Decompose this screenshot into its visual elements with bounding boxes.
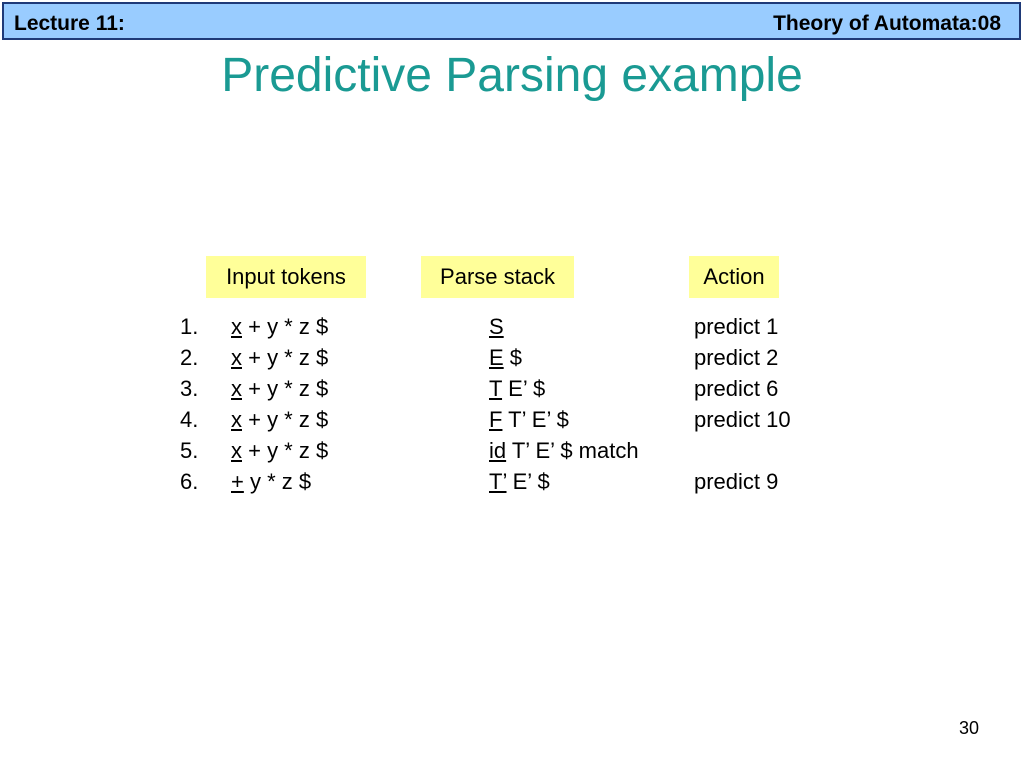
remaining-tokens: + y * z $	[242, 345, 329, 370]
remaining-tokens: + y * z $	[242, 438, 329, 463]
stack-top: F	[489, 407, 503, 432]
stack-rest: T’ E’ $	[502, 407, 569, 432]
table-row: 2. x + y * z $ E $ predict 2	[0, 345, 1024, 376]
action-cell: predict 2	[694, 345, 779, 370]
current-token: x	[231, 438, 242, 463]
current-token: x	[231, 314, 242, 339]
table-row: 1. x + y * z $ S predict 1	[0, 314, 1024, 345]
parse-stack-cell: id T’ E’ $ match	[489, 438, 639, 464]
parse-stack-cell: S	[489, 314, 504, 340]
parse-stack-cell: T’ E’ $	[489, 469, 550, 495]
stack-top: T’	[489, 469, 507, 494]
input-tokens-cell: x + y * z $	[231, 345, 328, 371]
current-token: +	[231, 469, 244, 494]
remaining-tokens: + y * z $	[242, 407, 329, 432]
current-token: x	[231, 376, 242, 401]
header-bar: Lecture 11: Theory of Automata:08	[2, 2, 1021, 40]
slide-title: Predictive Parsing example	[221, 49, 803, 102]
current-token: x	[231, 407, 242, 432]
row-number: 5.	[180, 438, 199, 463]
table-row: 6. + y * z $ T’ E’ $ predict 9	[0, 469, 1024, 500]
stack-top: id	[489, 438, 507, 463]
input-tokens-cell: + y * z $	[231, 469, 311, 495]
row-number: 6.	[180, 469, 199, 494]
parse-stack-cell: F T’ E’ $	[489, 407, 569, 433]
action-cell: predict 9	[694, 469, 779, 494]
column-header-action: Action	[689, 256, 779, 298]
stack-rest: E’ $	[506, 469, 550, 494]
input-tokens-cell: x + y * z $	[231, 314, 328, 340]
current-token: x	[231, 345, 242, 370]
remaining-tokens: + y * z $	[242, 314, 329, 339]
remaining-tokens: y * z $	[243, 469, 312, 494]
stack-rest: E’ $	[502, 376, 546, 401]
action-cell: predict 10	[694, 407, 791, 432]
stack-rest: T’ E’ $ match	[506, 438, 639, 463]
stack-rest: $	[503, 345, 523, 370]
row-number: 3.	[180, 376, 199, 401]
parse-stack-cell: E $	[489, 345, 522, 371]
column-header-input-tokens: Input tokens	[206, 256, 366, 298]
input-tokens-cell: x + y * z $	[231, 438, 328, 464]
row-number: 1.	[180, 314, 199, 339]
row-number: 2.	[180, 345, 199, 370]
table-row: 3. x + y * z $ T E’ $ predict 6	[0, 376, 1024, 407]
table-row: 5. x + y * z $ id T’ E’ $ match	[0, 438, 1024, 469]
action-cell: predict 6	[694, 376, 779, 401]
stack-top: T	[489, 376, 503, 401]
stack-top: S	[489, 314, 504, 339]
input-tokens-cell: x + y * z $	[231, 407, 328, 433]
parse-stack-cell: T E’ $	[489, 376, 545, 402]
action-cell: predict 1	[694, 314, 779, 339]
lecture-label: Lecture 11:	[14, 12, 125, 35]
stack-top: E	[489, 345, 504, 370]
input-tokens-cell: x + y * z $	[231, 376, 328, 402]
page-number: 30	[958, 718, 979, 738]
course-label: Theory of Automata:08	[773, 12, 1001, 35]
table-row: 4. x + y * z $ F T’ E’ $ predict 10	[0, 407, 1024, 438]
column-header-parse-stack: Parse stack	[421, 256, 574, 298]
remaining-tokens: + y * z $	[242, 376, 329, 401]
row-number: 4.	[180, 407, 199, 432]
